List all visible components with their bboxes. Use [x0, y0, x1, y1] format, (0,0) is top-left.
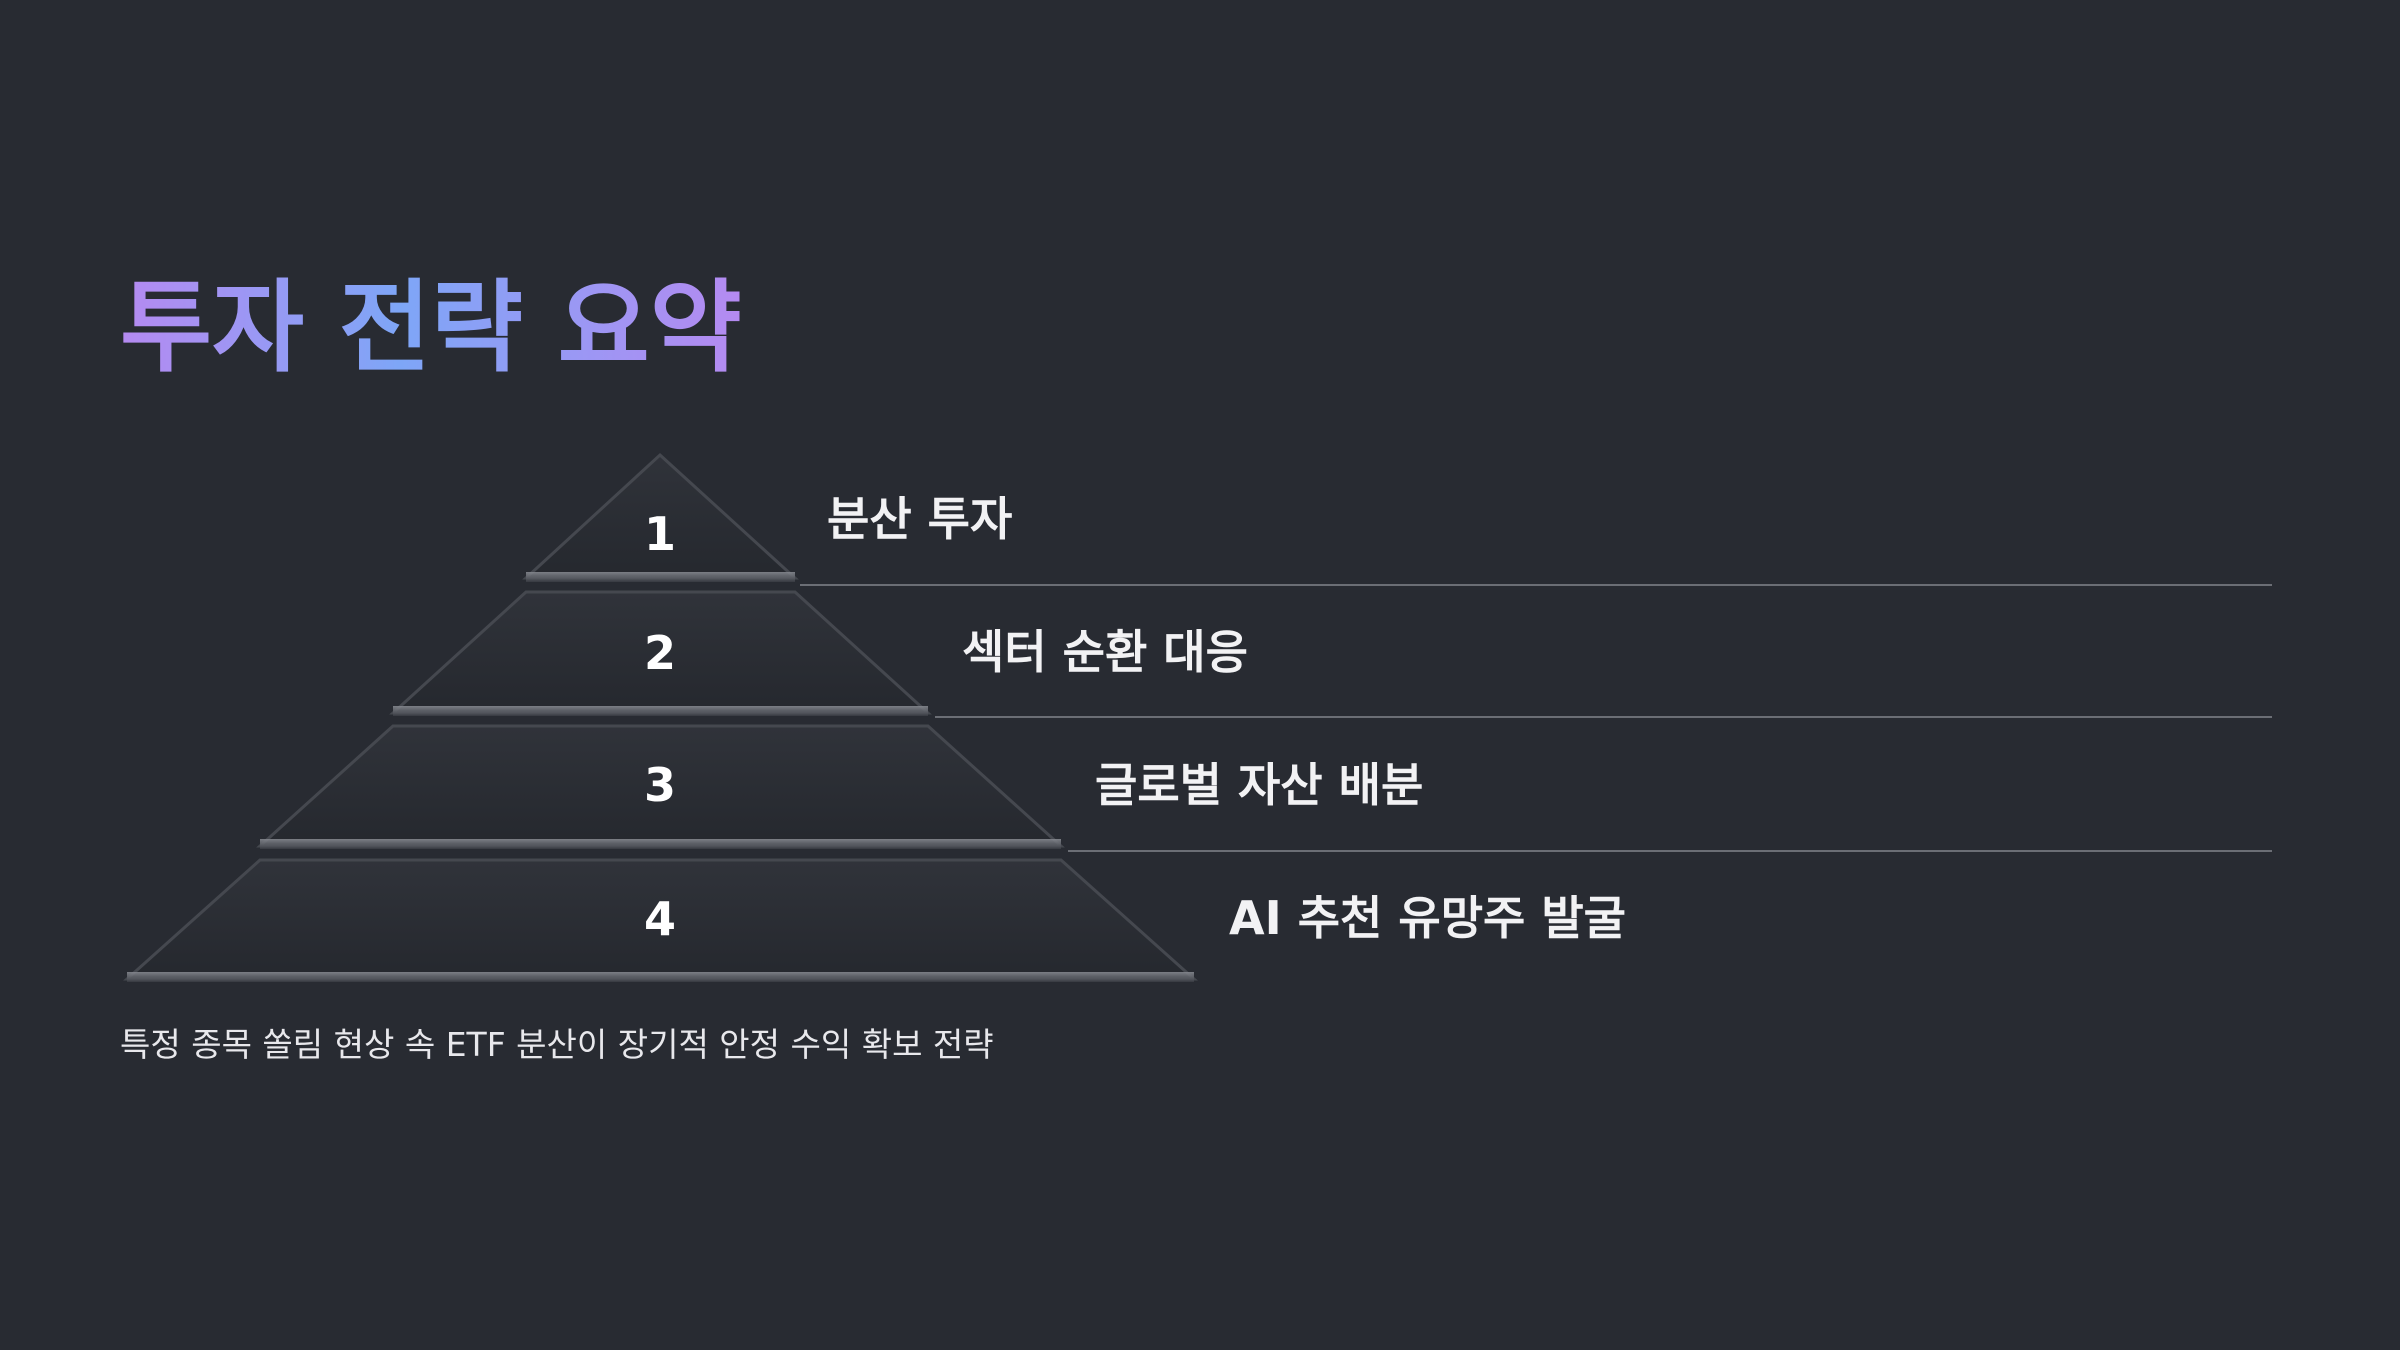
level-label-1: 분산 투자	[827, 492, 1013, 546]
level-number: 1	[644, 507, 676, 561]
pyramid-level-4: 4	[123, 858, 1198, 982]
pyramid-level-2: 2	[389, 590, 2272, 718]
level-label-2: 섹터 순환 대응	[962, 625, 1248, 679]
slide-title: 투자 전략 요약	[120, 269, 742, 386]
pyramid-level-3: 3	[256, 724, 2272, 852]
level-number: 3	[644, 758, 676, 812]
level-label-4: AI 추천 유망주 발굴	[1229, 891, 1626, 945]
level-label-3: 글로벌 자산 배분	[1095, 758, 1424, 812]
pyramid-level-1: 1	[522, 452, 2272, 586]
slide-caption: 특정 종목 쏠림 현상 속 ETF 분산이 장기적 안정 수익 확보 전략	[120, 1025, 994, 1064]
level-number: 2	[644, 626, 676, 680]
level-number: 4	[644, 892, 676, 946]
